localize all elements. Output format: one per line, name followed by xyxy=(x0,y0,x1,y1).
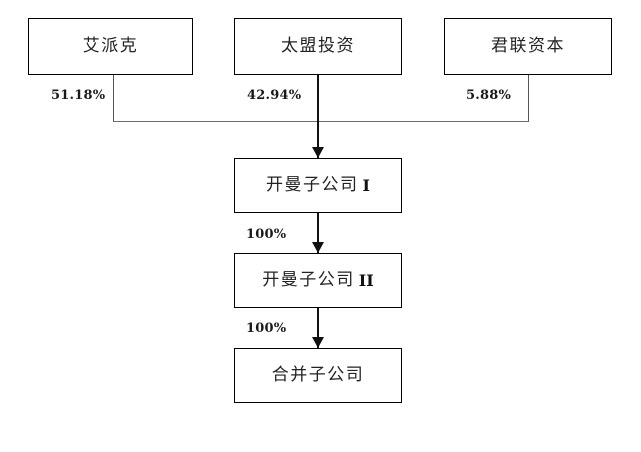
node-shareholder-taimeng[interactable]: 太盟投资 xyxy=(234,18,402,75)
arrowhead-into-merged xyxy=(312,337,324,348)
connector-stem-aipaike xyxy=(113,75,114,122)
arrowhead-into-cayman-1 xyxy=(312,147,324,158)
node-label-suffix: I xyxy=(362,175,370,195)
arrowhead-into-cayman-2 xyxy=(312,242,324,253)
node-shareholder-aipaike[interactable]: 艾派克 xyxy=(28,18,193,75)
node-label: 开曼子公司 xyxy=(266,175,359,195)
connector-stem-junlian xyxy=(528,75,529,122)
edge-label-taimeng-ownership: 42.94% xyxy=(247,88,302,103)
edge-label-junlian-ownership: 5.88% xyxy=(466,88,512,103)
node-label-suffix: II xyxy=(358,270,374,290)
node-shareholder-junlian[interactable]: 君联资本 xyxy=(444,18,612,75)
node-label: 太盟投资 xyxy=(281,36,355,56)
connector-horizontal-bus xyxy=(113,121,529,122)
connector-stem-cayman1-cayman2 xyxy=(317,213,319,254)
node-cayman-subsidiary-1[interactable]: 开曼子公司 I xyxy=(234,158,402,213)
node-label: 合并子公司 xyxy=(271,365,365,385)
node-label: 艾派克 xyxy=(82,36,139,56)
node-label: 君联资本 xyxy=(491,36,565,56)
edge-label-aipaike-ownership: 51.18% xyxy=(51,88,106,103)
node-merged-subsidiary[interactable]: 合并子公司 xyxy=(234,348,402,403)
edge-label-cayman1-cayman2-ownership: 100% xyxy=(246,227,287,242)
node-label: 开曼子公司 xyxy=(262,270,355,290)
connector-stem-center xyxy=(317,75,319,158)
connector-stem-cayman2-merged xyxy=(317,308,319,349)
edge-label-cayman2-merged-ownership: 100% xyxy=(246,321,287,336)
node-cayman-subsidiary-2[interactable]: 开曼子公司 II xyxy=(234,253,402,308)
